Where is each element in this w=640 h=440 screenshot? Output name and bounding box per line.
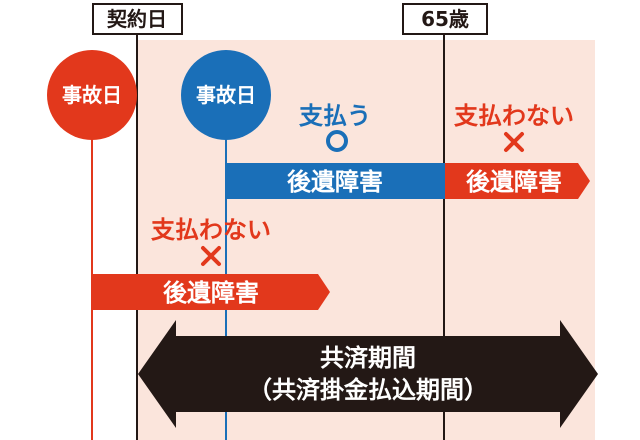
coverage-period-arrow [138, 320, 598, 428]
cross-mark-left-icon [201, 246, 221, 266]
circle-mark-text: ○ [337, 140, 338, 142]
age-65-label: 65歳 [402, 3, 488, 35]
pay-text: 支払う [299, 102, 371, 130]
cross-mark-right-icon [504, 132, 524, 152]
disability-arrow-red-right [445, 163, 590, 199]
disability-blue-text: 後遺障害 [287, 168, 383, 196]
age-65-text: 65歳 [421, 7, 469, 31]
period-line2-text: （共済掛金払込期間） [248, 376, 488, 404]
disability-red-left-text: 後遺障害 [163, 279, 259, 307]
contract-date-label: 契約日 [92, 3, 183, 35]
accident-day-blue: 事故日 [181, 50, 271, 140]
accident-day-red-text: 事故日 [62, 83, 122, 107]
disability-bar-blue [226, 163, 445, 199]
circle-mark-icon [326, 130, 348, 152]
disability-red-right-text: 後遺障害 [466, 168, 562, 196]
not-pay-left-text: 支払わない [151, 216, 271, 244]
not-pay-right-text: 支払わない [454, 102, 574, 130]
period-line1-text: 共済期間 [320, 344, 416, 372]
accident-day-blue-text: 事故日 [196, 83, 256, 107]
disability-arrow-red-left [92, 274, 330, 310]
contract-date-text: 契約日 [106, 7, 167, 31]
accident-day-red: 事故日 [47, 50, 137, 140]
